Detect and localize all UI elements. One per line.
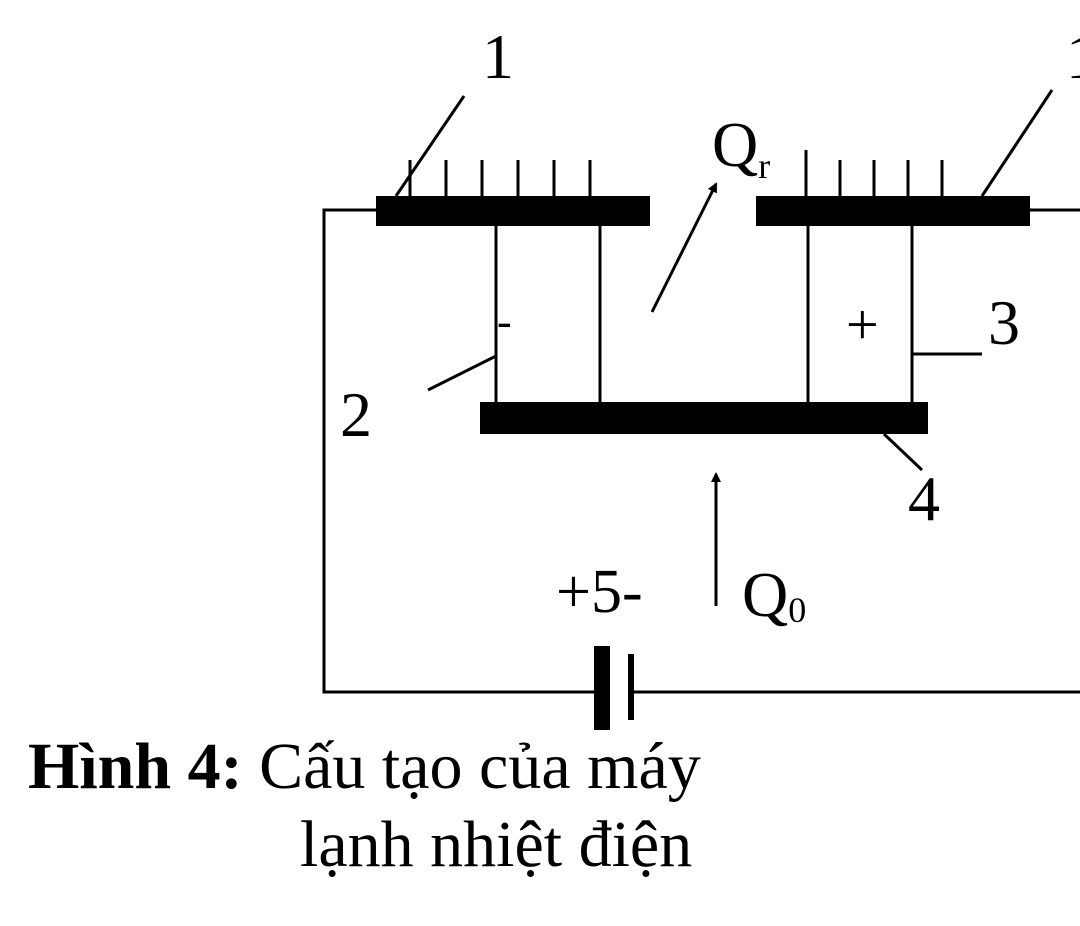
heat-out-label-sub: r	[758, 146, 770, 186]
battery-plate-long	[594, 646, 610, 730]
caption-line-1: Cấu tạo của máy	[259, 730, 701, 803]
semiconductor-leg-n	[494, 226, 602, 402]
heat-in-label-main: Q	[742, 559, 788, 630]
caption-line-2: lạnh nhiệt điện	[300, 808, 693, 881]
heat-in-label-sub: 0	[788, 590, 806, 630]
heat-sink-fins-right	[804, 150, 944, 196]
cold-plate	[480, 402, 928, 434]
hot-plate-right	[756, 196, 1030, 226]
source-label: +5-	[556, 558, 643, 626]
heat-out-label-main: Q	[712, 109, 758, 180]
label-4: 4	[908, 463, 940, 534]
figure-caption: Hình 4: Cấu tạo của máy lạnh nhiệt điện	[28, 728, 701, 884]
hot-plate-left	[376, 196, 650, 226]
caption-label: Hình 4:	[28, 730, 243, 803]
label-3: 3	[988, 287, 1020, 358]
leader-lines	[394, 89, 1054, 472]
battery-plate-short	[628, 654, 634, 720]
semiconductor-leg-p	[806, 226, 914, 402]
heat-out-label: Qr	[712, 109, 770, 186]
label-1-right: 1	[1066, 21, 1080, 92]
heat-in-label: Q0	[742, 559, 806, 630]
minus-sign: -	[497, 297, 512, 346]
plus-sign: +	[846, 292, 879, 357]
label-2: 2	[340, 379, 372, 450]
circuit-wire	[322, 208, 1080, 694]
label-1-left: 1	[482, 21, 514, 92]
heat-sink-fins-left	[408, 160, 592, 196]
heat-out-arrow	[650, 182, 718, 313]
